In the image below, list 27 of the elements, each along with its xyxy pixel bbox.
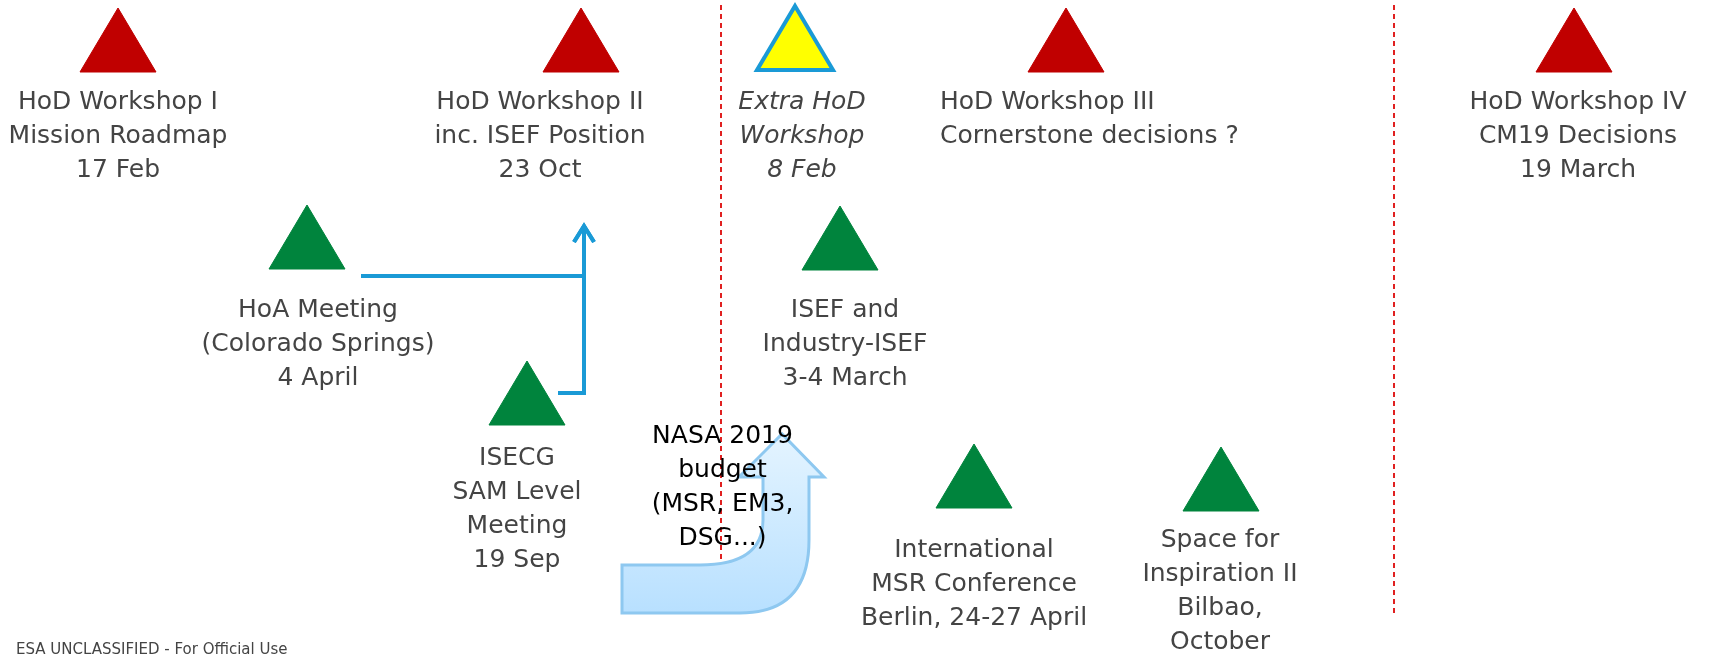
milestone-date: Bilbao, October bbox=[1168, 591, 1272, 657]
milestone-label: Mission Roadmap bbox=[7, 119, 229, 151]
arrow-text: NASA 2019 budget (MSR, EM3, DSG...) bbox=[650, 419, 795, 553]
milestone-label: HoD Workshop I bbox=[17, 85, 219, 117]
milestone-date: Berlin, 24-27 April bbox=[859, 601, 1089, 633]
milestone-label: HoA Meeting bbox=[237, 293, 399, 325]
milestone-date: 3-4 March bbox=[781, 361, 909, 393]
milestone-date: 19 March bbox=[1519, 153, 1637, 185]
milestone-label: HoD Workshop IV bbox=[1468, 85, 1688, 117]
milestone-label: CM19 Decisions bbox=[1477, 119, 1679, 151]
milestone-date: 17 Feb bbox=[75, 153, 161, 185]
milestone-date: 8 Feb bbox=[766, 153, 838, 185]
milestone-date: 4 April bbox=[276, 361, 360, 393]
milestone-label: HoD Workshop III bbox=[940, 85, 1156, 117]
milestone-date: 23 Oct bbox=[497, 153, 583, 185]
milestone-label: (Colorado Springs) bbox=[200, 327, 436, 359]
milestone-date: 19 Sep bbox=[472, 543, 562, 575]
milestone-label: ISEF and Industry-ISEF bbox=[761, 293, 929, 359]
classification-note: ESA UNCLASSIFIED - For Official Use bbox=[16, 640, 288, 658]
milestone-label: inc. ISEF Position bbox=[433, 119, 647, 151]
milestone-label: International MSR Conference bbox=[870, 533, 1078, 599]
arrow bbox=[558, 224, 596, 395]
milestone-label: ISECG SAM Level Meeting bbox=[452, 441, 582, 541]
milestone-label: Extra HoD Workshop bbox=[737, 85, 867, 151]
milestone-date: Cornerstone decisions ? bbox=[940, 119, 1240, 151]
milestone-label: Space for Inspiration II bbox=[1141, 523, 1299, 589]
milestone-label: HoD Workshop II bbox=[435, 85, 645, 117]
